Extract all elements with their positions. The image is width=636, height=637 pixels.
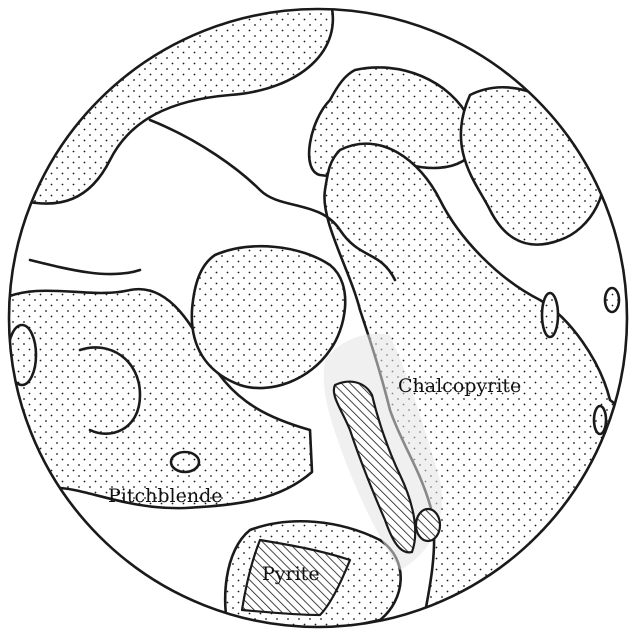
chalcopyrite-island-right bbox=[542, 293, 558, 337]
label-pyrite: Pyrite bbox=[262, 563, 320, 585]
chalcopyrite-island-far-right bbox=[605, 288, 619, 312]
pitchblende-grain-upper-left bbox=[20, 0, 333, 204]
pitchblende-grain-top-right bbox=[461, 87, 605, 244]
label-chalcopyrite: Chalcopyrite bbox=[398, 375, 521, 397]
pyrite-grain-small bbox=[416, 509, 440, 541]
pitchblende-island-small bbox=[171, 452, 199, 472]
vein-outline-left bbox=[30, 260, 140, 274]
label-pitchblende: Pitchblende bbox=[108, 485, 223, 507]
pyrite-grain-bottom-right bbox=[455, 593, 485, 624]
chalcopyrite-island-lower-right bbox=[594, 406, 606, 434]
pitchblende-grain-central bbox=[192, 246, 345, 388]
